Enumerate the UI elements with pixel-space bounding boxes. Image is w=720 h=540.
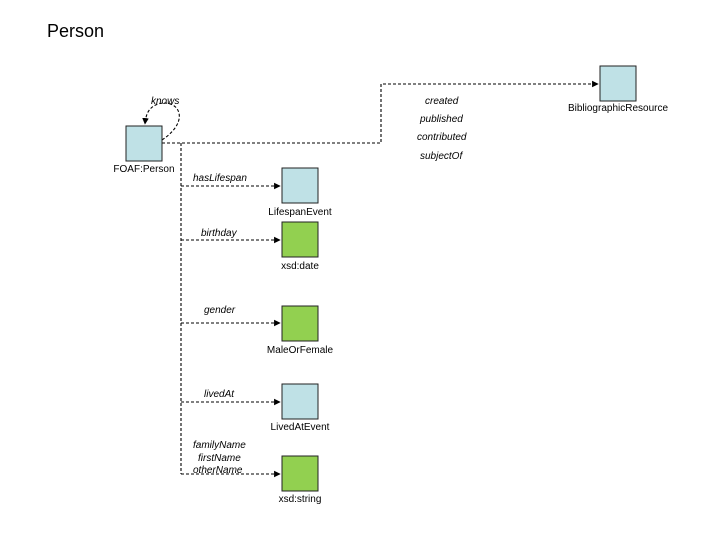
node-label: LifespanEvent: [268, 207, 332, 218]
node-label: MaleOrFemale: [267, 345, 334, 356]
node-label: FOAF:Person: [113, 164, 174, 175]
edge-label-contributed: contributed: [417, 132, 467, 143]
edge-label-othername: otherName: [193, 465, 243, 476]
node-label: LivedAtEvent: [271, 422, 330, 433]
node-bibliographic[interactable]: BibliographicResource: [568, 65, 668, 114]
edge-label-birthday: birthday: [201, 228, 238, 239]
node-gender[interactable]: MaleOrFemale: [267, 305, 334, 356]
page-title: Person: [47, 21, 105, 41]
node-person[interactable]: FOAF:Person: [113, 125, 175, 175]
edge-label-knows: knows: [151, 96, 179, 107]
node-label: xsd:string: [279, 494, 322, 505]
edge-label-familyname: familyName: [193, 440, 246, 451]
node-lifespan[interactable]: LifespanEvent: [268, 167, 332, 218]
node-label: BibliographicResource: [568, 103, 668, 114]
edge-label-subjectof: subjectOf: [420, 151, 463, 162]
edge-label-livedat: livedAt: [204, 389, 235, 400]
node-livedat[interactable]: LivedAtEvent: [271, 383, 330, 433]
node-label: xsd:date: [281, 261, 319, 272]
edge-label-published: published: [419, 114, 463, 125]
node-date[interactable]: xsd:date: [281, 221, 319, 272]
node-string[interactable]: xsd:string: [279, 455, 322, 505]
edge-bibliographic: [162, 80, 599, 144]
edge-knows: [142, 102, 180, 141]
edge-label-firstname: firstName: [198, 453, 241, 464]
edge-label-haslifespan: hasLifespan: [193, 173, 247, 184]
edge-label-created: created: [425, 96, 459, 107]
edge-label-gender: gender: [204, 305, 236, 316]
